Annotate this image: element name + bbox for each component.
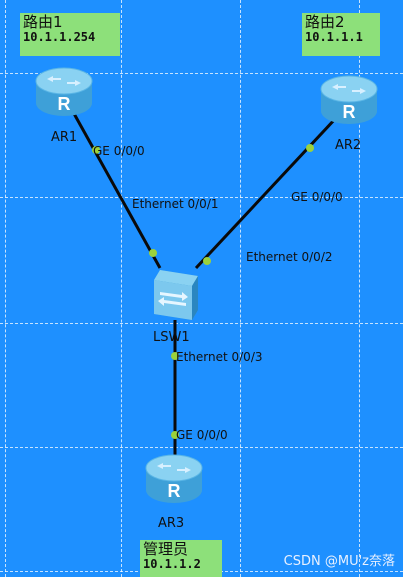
label-lsw1: LSW1 xyxy=(153,330,190,345)
port-dot-ar2-ge xyxy=(306,144,314,152)
port-label-ar3-ge: GE 0/0/0 xyxy=(176,428,228,442)
router-ar1-icon[interactable]: R xyxy=(33,64,95,122)
port-label-sw-e1: Ethernet 0/0/1 xyxy=(132,197,219,211)
note-router1-name: 路由1 xyxy=(23,13,63,31)
link-ar1-lsw1 xyxy=(70,109,162,269)
svg-text:R: R xyxy=(343,102,356,122)
port-dot-sw-e1 xyxy=(149,249,157,257)
label-ar1: AR1 xyxy=(51,130,78,145)
grid-line xyxy=(0,323,403,324)
label-ar3: AR3 xyxy=(158,516,185,531)
switch-lsw1-icon[interactable] xyxy=(150,266,202,326)
note-router2: 路由2 10.1.1.1 xyxy=(302,13,380,56)
grid-line xyxy=(0,197,403,198)
grid-line xyxy=(121,0,122,577)
svg-text:R: R xyxy=(58,94,71,114)
watermark: CSDN @MU'z奈落 xyxy=(283,554,395,569)
note-router1-ip: 10.1.1.254 xyxy=(23,29,96,44)
router-ar3-icon[interactable]: R xyxy=(143,451,205,509)
note-admin: 管理员 10.1.1.2 xyxy=(140,540,222,577)
label-ar2: AR2 xyxy=(335,138,362,153)
port-dot-ar1-ge xyxy=(92,146,100,154)
port-dot-ar3-ge xyxy=(171,431,179,439)
note-router1: 路由1 10.1.1.254 xyxy=(20,13,120,56)
port-dot-sw-e3 xyxy=(171,352,179,360)
note-router2-ip: 10.1.1.1 xyxy=(305,29,363,44)
grid-line xyxy=(0,447,403,448)
grid-line xyxy=(5,0,6,577)
link-ar2-lsw1 xyxy=(194,116,338,270)
port-dot-sw-e2 xyxy=(203,257,211,265)
note-router2-name: 路由2 xyxy=(305,13,345,31)
port-label-sw-e3: Ethernet 0/0/3 xyxy=(176,350,263,364)
svg-text:R: R xyxy=(168,481,181,501)
grid-line xyxy=(359,0,360,577)
grid-line xyxy=(0,73,403,74)
note-admin-name: 管理员 xyxy=(143,540,189,558)
port-label-ar1-ge: GE 0/0/0 xyxy=(93,144,145,158)
note-admin-ip: 10.1.1.2 xyxy=(143,556,201,571)
grid-line xyxy=(240,0,241,577)
port-label-ar2-ge: GE 0/0/0 xyxy=(291,190,343,204)
router-ar2-icon[interactable]: R xyxy=(318,72,380,130)
port-label-sw-e2: Ethernet 0/0/2 xyxy=(246,250,333,264)
